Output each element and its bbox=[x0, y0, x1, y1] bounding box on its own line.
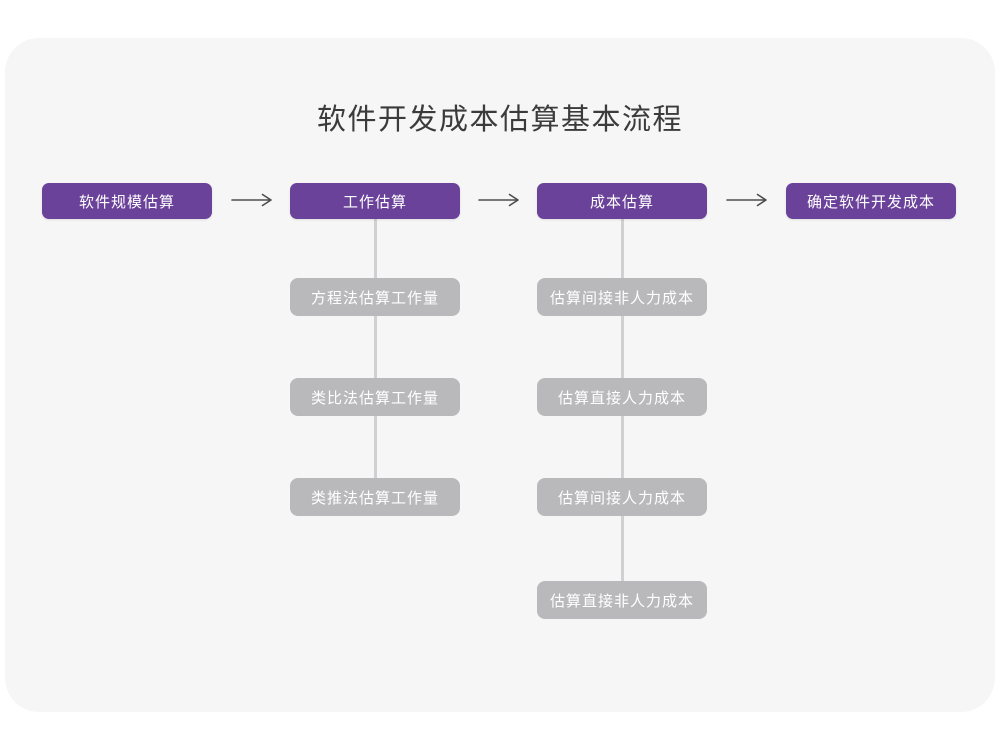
stage-software-scale-estimation: 软件规模估算 bbox=[42, 183, 212, 219]
diagram-card bbox=[5, 38, 995, 712]
substep-equation-method: 方程法估算工作量 bbox=[290, 278, 460, 316]
right-arrow-icon bbox=[230, 192, 274, 208]
substep-label: 类比法估算工作量 bbox=[310, 389, 439, 407]
stage-work-estimation: 工作估算 bbox=[290, 183, 460, 219]
substep-label: 估算间接非人力成本 bbox=[549, 289, 694, 307]
stage-determine-development-cost: 确定软件开发成本 bbox=[786, 183, 956, 219]
substep-analogy-method: 类比法估算工作量 bbox=[290, 378, 460, 416]
substep-direct-labor-cost: 估算直接人力成本 bbox=[537, 378, 707, 416]
substep-label: 估算直接人力成本 bbox=[557, 389, 686, 407]
substep-label: 类推法估算工作量 bbox=[310, 489, 439, 507]
substep-direct-non-labor-cost: 估算直接非人力成本 bbox=[537, 581, 707, 619]
stage-cost-estimation: 成本估算 bbox=[537, 183, 707, 219]
substep-extrapolation-method: 类推法估算工作量 bbox=[290, 478, 460, 516]
substep-indirect-non-labor-cost: 估算间接非人力成本 bbox=[537, 278, 707, 316]
stage-label: 软件规模估算 bbox=[78, 193, 175, 211]
stage-label: 确定软件开发成本 bbox=[806, 193, 935, 211]
connector-line-work-estimation bbox=[374, 218, 377, 498]
substep-label: 估算直接非人力成本 bbox=[549, 592, 694, 610]
substep-label: 估算间接人力成本 bbox=[557, 489, 686, 507]
stage-label: 工作估算 bbox=[342, 193, 407, 211]
right-arrow-icon bbox=[725, 192, 769, 208]
stage-label: 成本估算 bbox=[589, 193, 654, 211]
page-title: 软件开发成本估算基本流程 bbox=[316, 104, 683, 136]
substep-label: 方程法估算工作量 bbox=[310, 289, 439, 307]
substep-indirect-labor-cost: 估算间接人力成本 bbox=[537, 478, 707, 516]
right-arrow-icon bbox=[477, 192, 521, 208]
